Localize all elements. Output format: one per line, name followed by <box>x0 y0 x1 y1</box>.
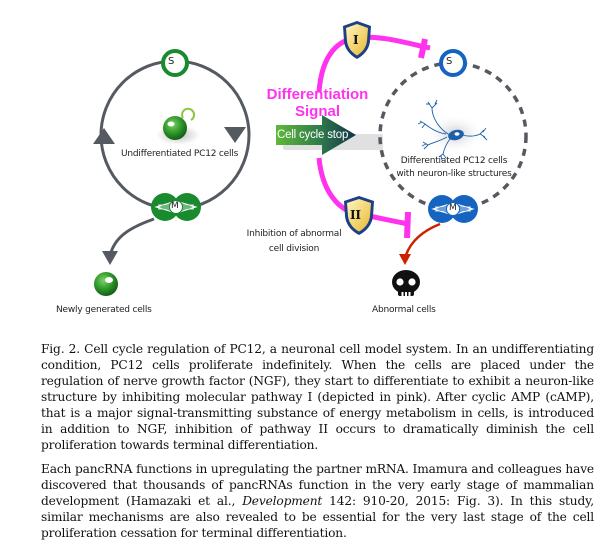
left-s-phase-label: S <box>168 56 175 67</box>
inhibition-label: Inhibition of abnormal cell division <box>237 227 351 257</box>
right-m-phase-label: M <box>449 203 457 213</box>
pathway-2-shield-icon <box>344 196 374 235</box>
new-cell-icon <box>94 272 118 296</box>
pathway-2-label: II <box>350 208 361 222</box>
cell-cycle-stop-arrow <box>276 115 383 155</box>
cell-cycle-stop-label: Cell cycle stop <box>277 129 349 141</box>
undifferentiated-cell-icon <box>163 116 187 140</box>
neuron-icon <box>417 99 488 161</box>
cycle-arrowhead-right <box>224 127 246 143</box>
m-phase-marker <box>151 193 201 221</box>
body-text-part2: 142: 910-20, 2015: Fig. 3). In this stud… <box>41 494 594 540</box>
caption-text: Fig. 2. Cell cycle regulation of PC12, a… <box>41 342 594 452</box>
right-s-phase-label: S <box>446 56 453 67</box>
inhibition-line1: Inhibition of abnormal <box>246 229 342 239</box>
pathway-1-line <box>316 34 431 93</box>
differentiated-cells-line2: with neuron-like structures <box>396 169 512 179</box>
pathway-1-label: I <box>353 33 359 47</box>
journal-name: Development <box>242 494 323 508</box>
signal-title-line2: Signal <box>294 103 340 120</box>
undifferentiated-cells-label: Undifferentiated PC12 cells <box>121 149 239 159</box>
m-phase-marker-arrested <box>428 195 478 223</box>
newly-generated-cells-label: Newly generated cells <box>56 305 152 315</box>
cycle-arrowhead-left <box>93 128 115 144</box>
abnormal-cells-label: Abnormal cells <box>372 305 436 315</box>
pathway-1-shield-icon <box>343 21 371 59</box>
body-text-part1: Each pancRNA functions in upregulating t… <box>41 462 594 508</box>
abnormal-division-arrowhead <box>399 254 411 265</box>
s-phase-marker-arrested <box>439 49 467 77</box>
figure-graphics <box>93 21 528 296</box>
differentiation-signal-title: Differentiation Signal <box>250 86 385 120</box>
pathway-2-inhibition-bar <box>404 211 411 239</box>
right-cell-cycle <box>378 49 528 296</box>
body-paragraph: Each pancRNA functions in upregulating t… <box>41 461 594 541</box>
differentiated-cells-line1: Differentiated PC12 cells <box>400 156 508 166</box>
figure-caption: Fig. 2. Cell cycle regulation of PC12, a… <box>41 341 594 453</box>
cell-highlight <box>167 121 175 127</box>
division-arrow <box>108 217 155 257</box>
inhibition-line2: cell division <box>268 244 320 254</box>
left-cell-cycle <box>93 49 251 296</box>
new-cell-highlight <box>105 277 113 283</box>
pathway-1-inhibition-bar <box>418 38 428 59</box>
left-m-phase-label: M <box>171 201 179 211</box>
signal-title-line1: Differentiation <box>266 86 369 103</box>
cell-cycle-figure: S M Undifferentiated PC12 cells Newly ge… <box>56 21 528 315</box>
body-text: Each pancRNA functions in upregulating t… <box>41 461 594 541</box>
proliferation-loop-icon <box>181 107 196 121</box>
s-phase-marker <box>161 49 189 77</box>
differentiated-cells-label: Differentiated PC12 cells with neuron-li… <box>393 155 515 181</box>
division-arrowhead <box>102 251 118 265</box>
skull-icon <box>392 270 420 296</box>
